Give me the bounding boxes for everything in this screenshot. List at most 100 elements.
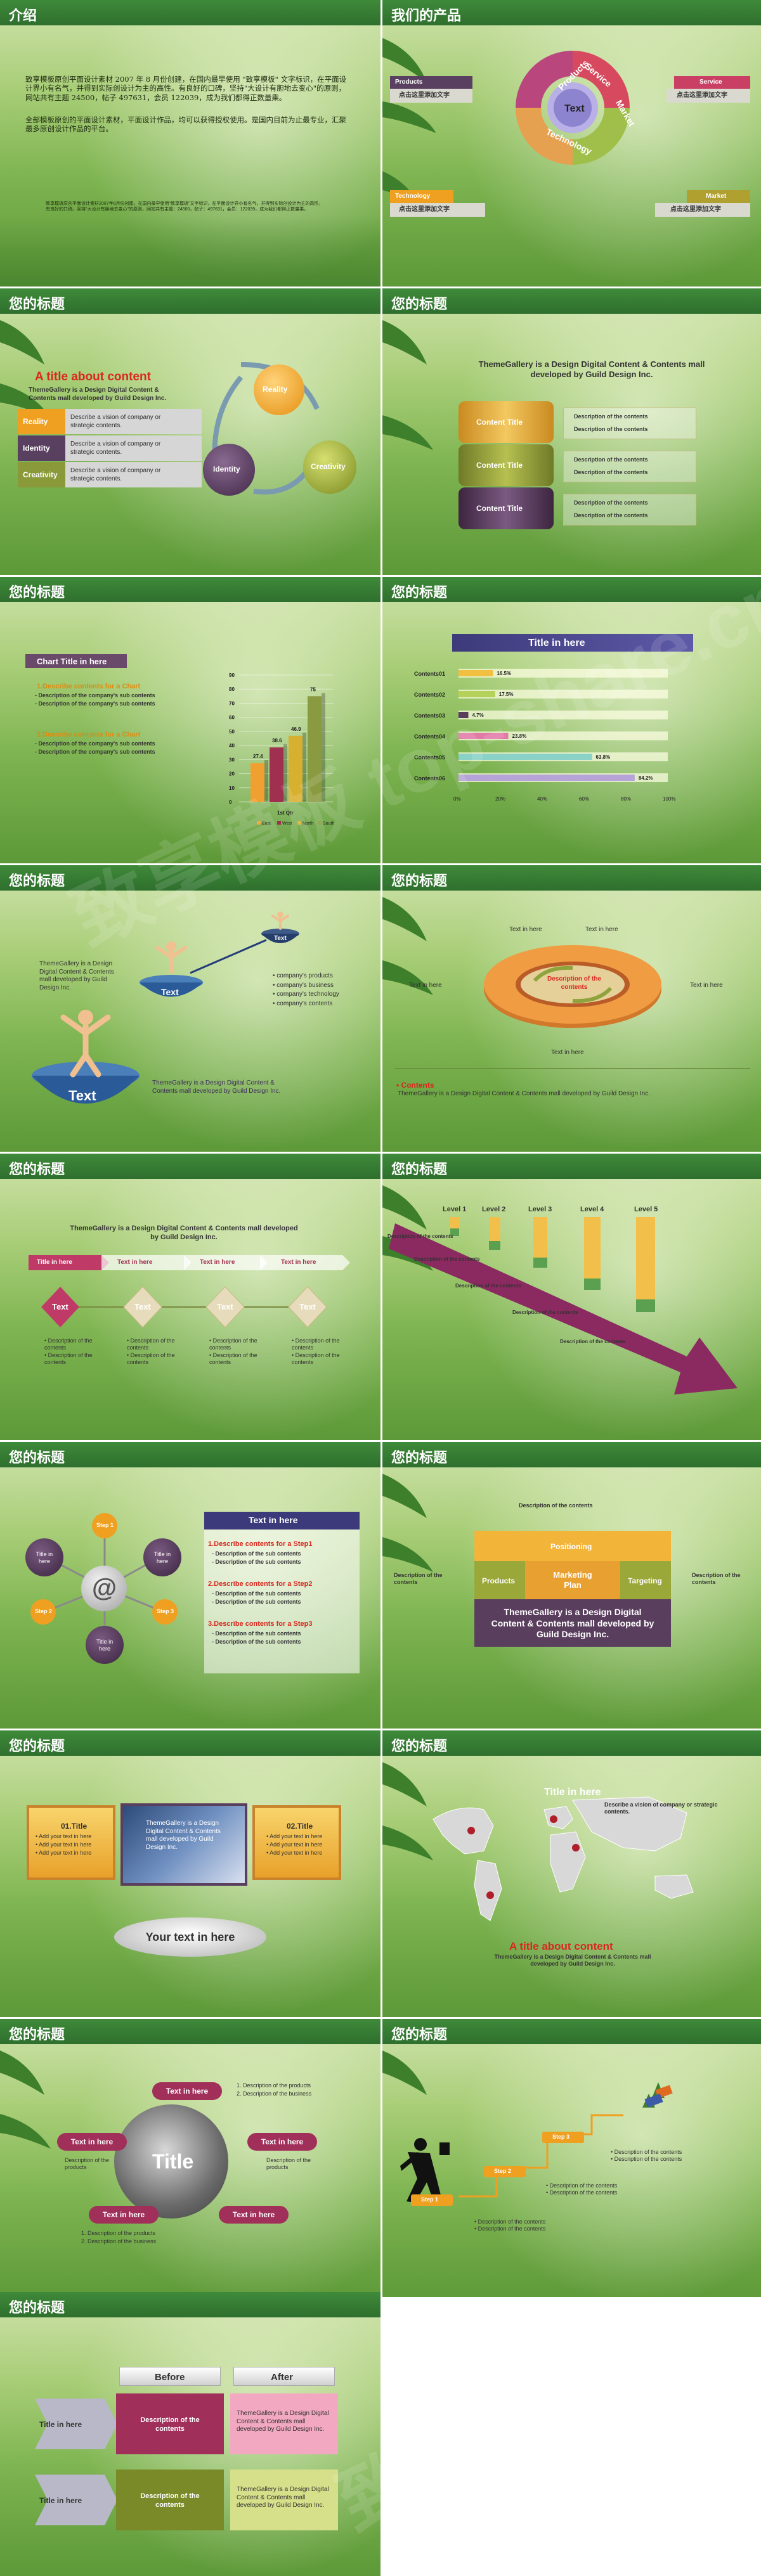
desc-line: Description of the contents	[574, 469, 648, 475]
before-label: Before	[155, 2372, 185, 2383]
marketing-footer-block: ThemeGallery is a Design Digital Content…	[474, 1599, 671, 1647]
before-cell-2: Description of the contents	[116, 2470, 224, 2530]
chart-bar	[308, 696, 322, 802]
slide-14[interactable]: 您的标题 Title in here Describe a vision of …	[382, 1730, 761, 2017]
step-line: - Description of the sub contents	[212, 1559, 301, 1565]
tag-market-bar: Market	[687, 190, 750, 203]
at-hub: @	[81, 1566, 127, 1611]
desc-products: 1. Description of the products	[237, 2082, 311, 2089]
step-desc: • Description of the contents• Descripti…	[292, 1337, 340, 1365]
diamond-label: Text	[52, 1302, 68, 1311]
level-desc: Description of the contents	[387, 1233, 453, 1239]
step-desc-text: Description of the contents	[127, 1337, 175, 1351]
center-title: Title	[152, 2150, 194, 2173]
slide-10[interactable]: 您的标题 Level 1 Level 2 Level 3 Lev	[382, 1154, 761, 1440]
slide-title: 您的标题	[0, 865, 380, 891]
diamond-label: Text	[299, 1302, 316, 1311]
contents-bullet-text: Contents	[401, 1081, 434, 1090]
slide-8[interactable]: 您的标题 Description of the contents Text in…	[382, 865, 761, 1152]
ring-label: Text in here	[690, 982, 723, 989]
step-desc-text: Description of the contents	[44, 1337, 93, 1351]
marketing-desc-left: Description of the contents	[394, 1572, 443, 1586]
stair-desc: • Description of the contents• Descripti…	[546, 2182, 618, 2196]
layer-1: Content Title	[459, 401, 554, 443]
y-tick-label: 20	[229, 771, 235, 777]
layer-2: Content Title	[459, 444, 554, 486]
chart-bar	[250, 763, 264, 802]
bar-value: 16.5%	[497, 671, 511, 676]
ring-label: Text in here	[409, 982, 442, 989]
desc-line: Description of the contents	[574, 426, 648, 432]
stair-desc: • Description of the contents• Descripti…	[611, 2149, 682, 2163]
targeting-label: Targeting	[628, 1576, 662, 1585]
slide-17[interactable]: 您的标题 Before After Title in here Title in…	[0, 2292, 380, 2576]
products-label: Products	[482, 1576, 516, 1585]
divider	[395, 1068, 750, 1069]
slide-5[interactable]: 您的标题 Chart Title in here 1.Describe cont…	[0, 577, 380, 863]
marketing-plan-block: Marketing Plan	[525, 1561, 620, 1599]
slide-9[interactable]: 您的标题 ThemeGallery is a Design Digital Co…	[0, 1154, 380, 1440]
footer-desc: ThemeGallery is a Design Digital Content…	[398, 1090, 650, 1097]
click-text-label: 点击这里添加文字	[399, 206, 450, 213]
click-text-label: 点击这里添加文字	[677, 92, 727, 99]
click-text-market[interactable]: 点击这里添加文字	[655, 203, 750, 217]
click-text-technology[interactable]: 点击这里添加文字	[390, 203, 485, 217]
row-desc-identity: Describe a vision of company or strategi…	[65, 435, 202, 461]
background-glow	[76, 602, 380, 863]
row-label-identity: Identity	[18, 435, 65, 461]
pill-left: Text in here	[57, 2133, 127, 2151]
slide-title: 您的标题	[0, 2292, 380, 2317]
map-sub-text: ThemeGallery is a Design Digital Content…	[494, 1954, 651, 1967]
bar-value: 63.8%	[596, 754, 611, 760]
after-cell-1: ThemeGallery is a Design Digital Content…	[230, 2393, 338, 2454]
step-head: 1.Describe contents for a Step1	[208, 1540, 313, 1548]
slide-11[interactable]: 您的标题 @ Title in here Title in here Title…	[0, 1442, 380, 1729]
row-desc-reality: Describe a vision of company or strategi…	[65, 409, 202, 434]
step-circle: Step 1	[92, 1513, 117, 1538]
bar-label: Contents04	[414, 733, 445, 740]
arrow-label: Text in here	[281, 1259, 316, 1266]
click-text-products[interactable]: 点击这里添加文字	[390, 89, 472, 103]
desc-business: 2. Description of the business	[237, 2090, 312, 2097]
slide-13[interactable]: 您的标题 01.Title • Add your text in here • …	[0, 1730, 380, 2017]
products-block: Products	[474, 1561, 525, 1599]
step-label: Step 3	[157, 1608, 174, 1614]
step-desc-text: Description of the contents	[292, 1337, 340, 1351]
slide-4[interactable]: 您的标题 ThemeGallery is a Design Digital Co…	[382, 288, 761, 575]
arrow-label: Text in here	[200, 1259, 235, 1266]
chart-desc-head-2: 2.Describe contents for a Chart	[37, 731, 141, 738]
bar-track	[459, 669, 668, 678]
layer-desc-3: Description of the contents Description …	[563, 494, 696, 525]
ring-label: Text in here	[585, 926, 618, 933]
desc-left: Description of the products	[65, 2157, 110, 2171]
step-panel-title: Text in here	[249, 1515, 298, 1525]
cycle-arrows-icon	[212, 362, 320, 495]
slide-12[interactable]: 您的标题 Description of the contents Descrip…	[382, 1442, 761, 1729]
bar-fill	[459, 670, 493, 676]
step-panel-title-bar: Text in here	[204, 1512, 360, 1530]
map-sub-heading: A title about content	[509, 1940, 613, 1952]
bullet-item: • company's contents	[273, 1000, 333, 1007]
slide-title: 介绍	[0, 0, 380, 25]
slide-1[interactable]: 介绍 致享模板原创平面设计素材 2007 年 8 月份创建，在国内最早使用 "致…	[0, 0, 380, 287]
pill-bottom-right: Text in here	[219, 2206, 289, 2224]
slide-title: 您的标题	[0, 288, 380, 314]
slide-15[interactable]: 您的标题 Title Text in here Text in here Tex…	[0, 2019, 380, 2305]
data-label: 38.6	[272, 738, 282, 744]
slide-2[interactable]: 我们的产品 Products Service Market Technology…	[382, 0, 761, 287]
click-text-service[interactable]: 点击这里添加文字	[667, 89, 750, 103]
row-label: Title in here	[39, 2496, 82, 2505]
slide-3[interactable]: 您的标题 A title about content ThemeGallery …	[0, 288, 380, 575]
hbar-heading-bar: Title in here	[452, 634, 693, 652]
slide-16[interactable]: 您的标题 Step 1 Step 2 Step 3 • Description …	[382, 2019, 761, 2305]
step-desc: • Description of the contents• Descripti…	[44, 1337, 93, 1365]
x-axis-label: 1st Qtr	[277, 810, 294, 816]
slide-7[interactable]: 您的标题 ThemeGallery is a Design Digital Co…	[0, 865, 380, 1152]
stair-desc-text: Description of the contents	[614, 2149, 682, 2155]
bar-track	[459, 711, 668, 719]
slide-title: 您的标题	[382, 1442, 761, 1467]
marketing-footer: ThemeGallery is a Design Digital Content…	[491, 1607, 654, 1639]
y-tick-label: 60	[229, 715, 235, 721]
